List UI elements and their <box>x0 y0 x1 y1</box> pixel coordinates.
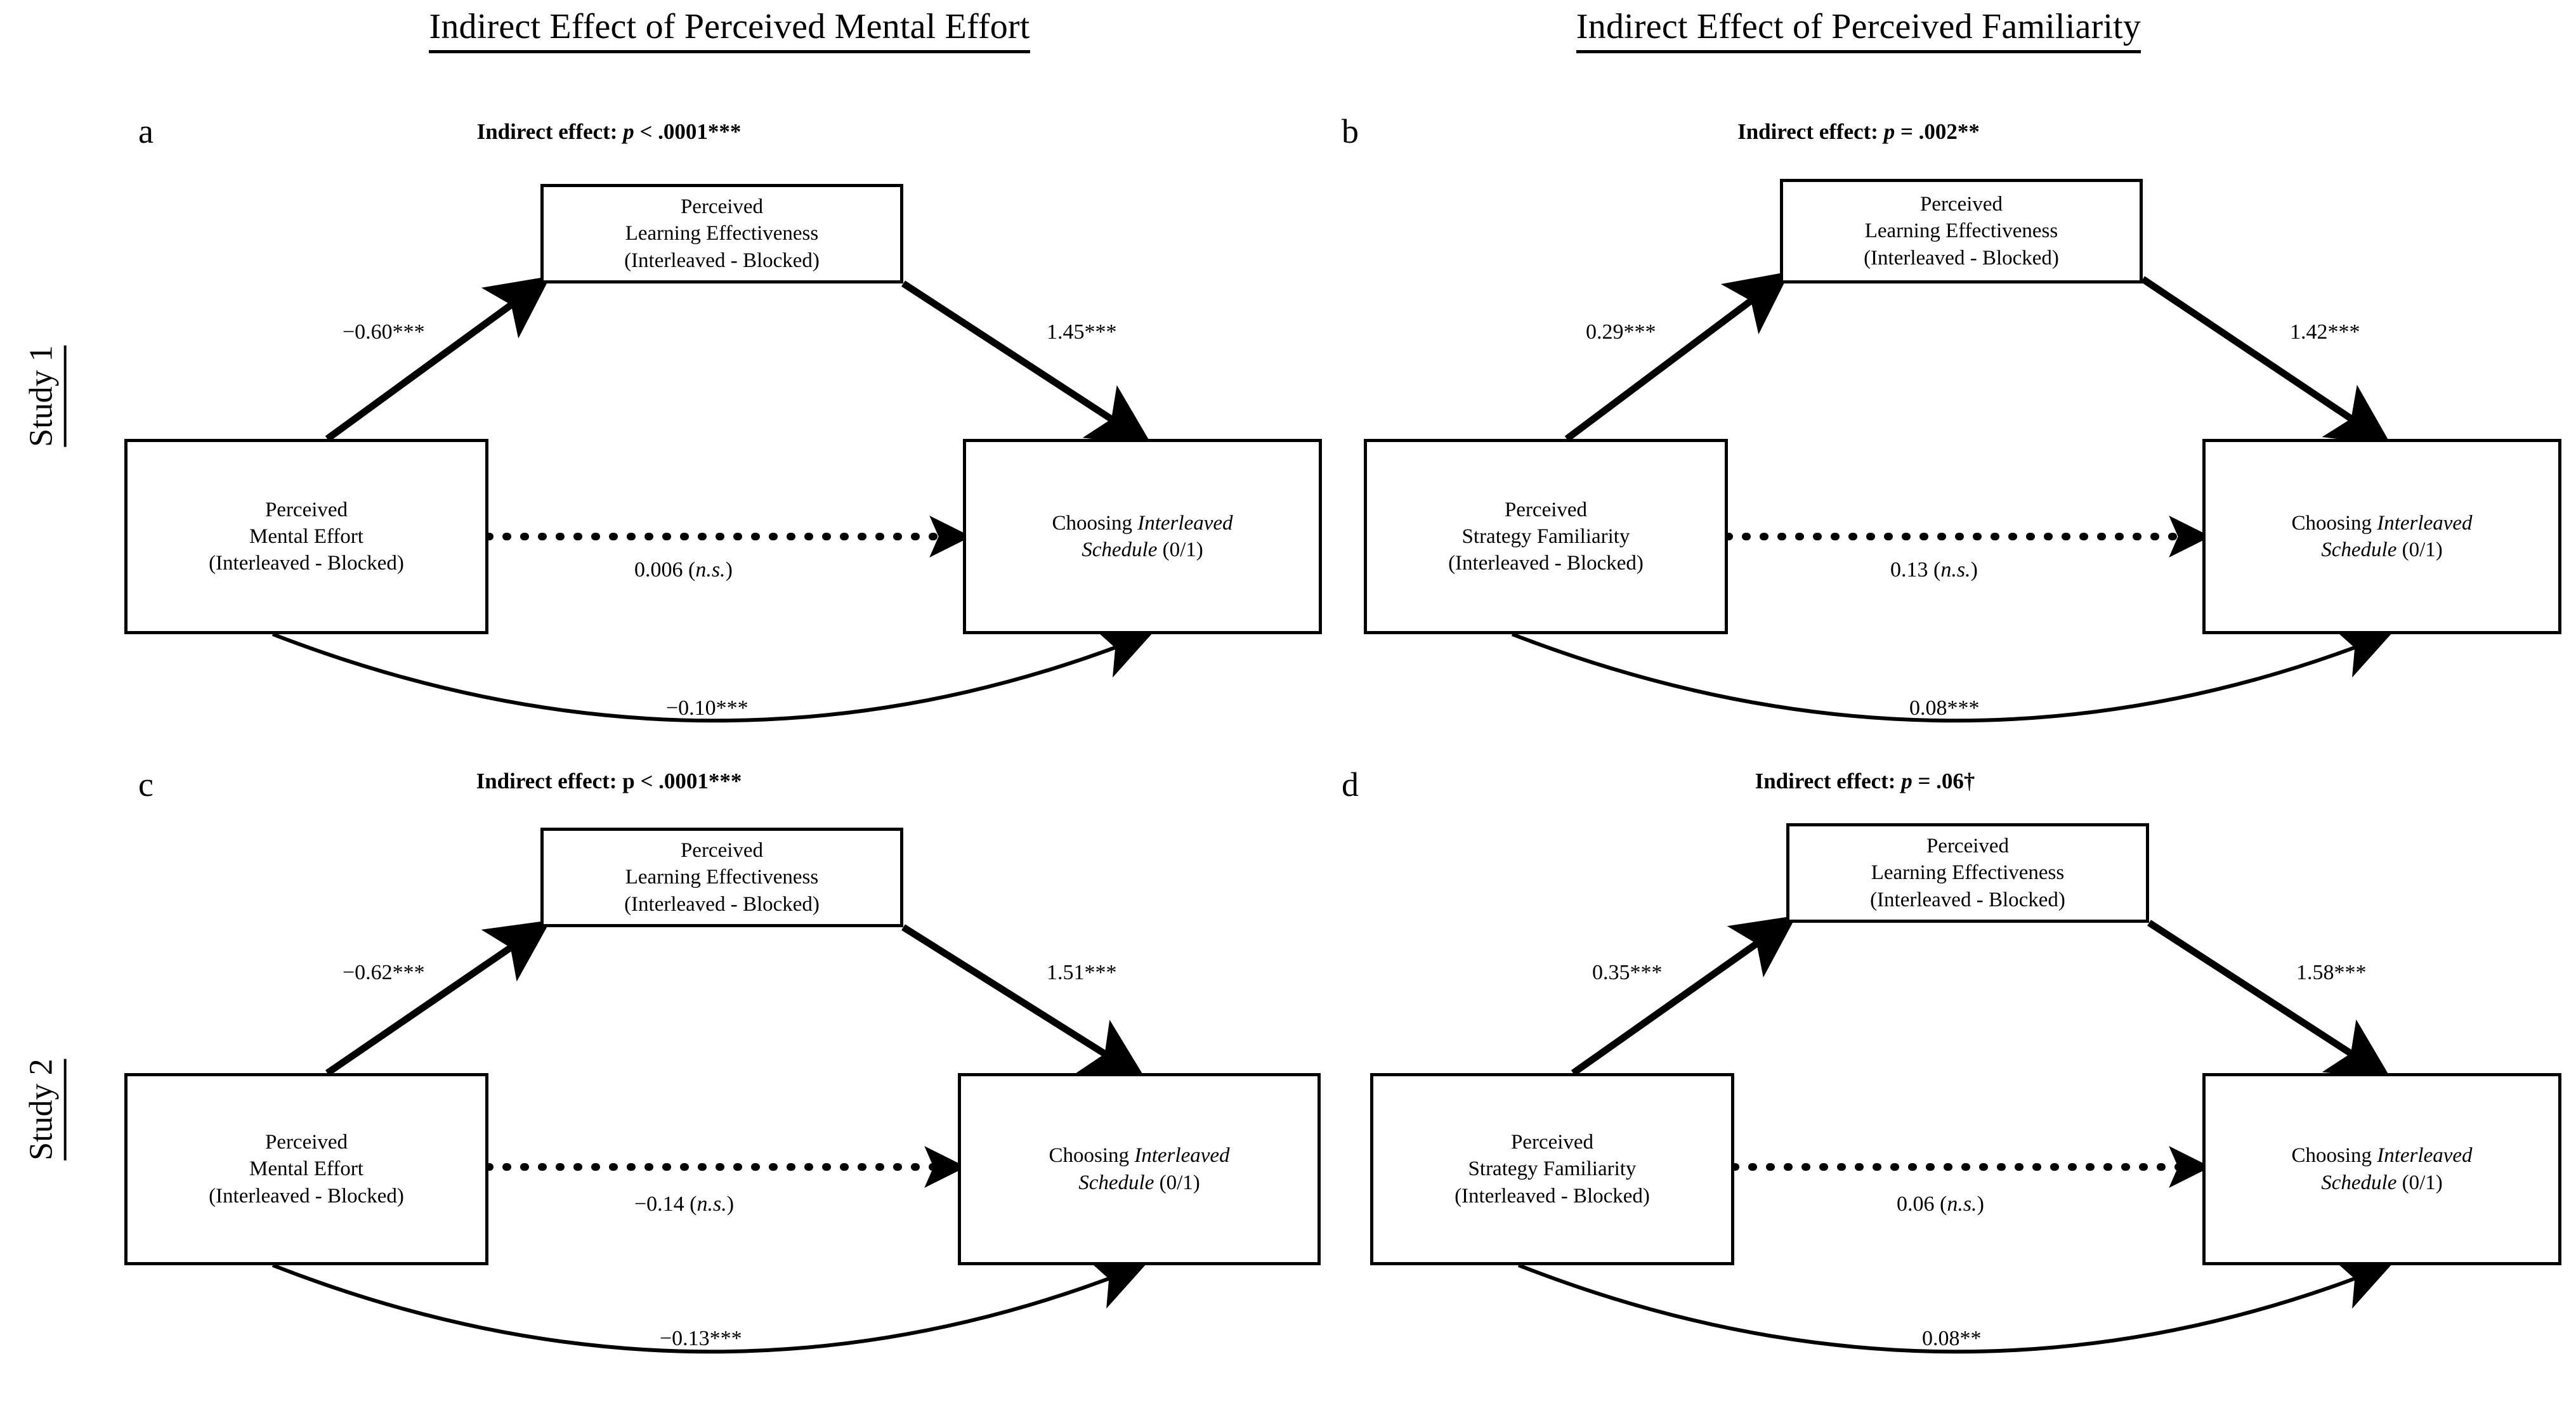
panel-letter-a: a <box>138 112 154 150</box>
panel-c-indirect-prefix: Indirect effect: <box>476 769 623 793</box>
panel-a-predictor-box: Perceived Mental Effort (Interleaved - B… <box>124 439 488 634</box>
panel-b-outcome-line1: Choosing Interleaved <box>2291 511 2473 535</box>
panel-b-indirect-p: p <box>1883 119 1895 144</box>
row-label-study-2: Study 2 <box>0 1058 114 1161</box>
row-label-study-1-text: Study 1 <box>22 345 67 447</box>
panel-d-a-path-arrow <box>1571 915 1797 1076</box>
panel-b-predictor-line3: (Interleaved - Blocked) <box>1448 552 1644 575</box>
panel-c-outcome-line2: Schedule (0/1) <box>1078 1171 1200 1194</box>
row-label-study-1: Study 1 <box>0 345 114 447</box>
panel-c-indirect-rest: < .0001*** <box>634 769 742 793</box>
panel-b-direct-path-label: 0.13 (n.s.) <box>1890 558 1978 582</box>
panel-d-indirect-effect: Indirect effect: p = .06† <box>1611 769 2119 794</box>
panel-b-total-path-label: 0.08*** <box>1909 696 1980 720</box>
panel-b-mediator-box: Perceived Learning Effectiveness (Interl… <box>1780 179 2143 283</box>
panel-c-predictor-line1: Perceived <box>265 1131 348 1154</box>
panel-b-predictor-box: Perceived Strategy Familiarity (Interlea… <box>1364 439 1728 634</box>
panel-a-mediator-line3: (Interleaved - Blocked) <box>624 249 820 272</box>
panel-letter-b: b <box>1342 112 1359 150</box>
panel-c-a-path-label: −0.62*** <box>343 961 425 984</box>
panel-a-outcome-box: Choosing Interleaved Schedule (0/1) <box>963 439 1322 634</box>
panel-d-outcome-line1: Choosing Interleaved <box>2291 1144 2473 1168</box>
panel-a-b-path-arrow <box>901 280 1153 446</box>
panel-b-b-path-label: 1.42*** <box>2290 320 2360 344</box>
panel-d-mediator-line1: Perceived <box>1926 835 2010 858</box>
panel-b-indirect-effect: Indirect effect: p = .002** <box>1605 119 2112 145</box>
panel-c-a-path-arrow <box>325 920 551 1076</box>
panel-d-predictor-line1: Perceived <box>1510 1131 1594 1154</box>
panel-c-mediator-line1: Perceived <box>680 839 764 863</box>
panel-d-outcome-line2: Schedule (0/1) <box>2321 1171 2443 1194</box>
panel-letter-d: d <box>1342 765 1359 804</box>
panel-b-outcome-line2: Schedule (0/1) <box>2321 538 2443 561</box>
panel-c-b-path-arrow <box>901 924 1146 1080</box>
panel-c-mediator-line2: Learning Effectiveness <box>625 866 819 889</box>
panel-a-mediator-line2: Learning Effectiveness <box>625 222 819 245</box>
panel-d-total-path-label: 0.08** <box>1922 1327 1982 1350</box>
column-title-left: Indirect Effect of Perceived Mental Effo… <box>190 6 1269 53</box>
panel-d-mediator-line2: Learning Effectiveness <box>1871 861 2065 885</box>
panel-a-mediator-line1: Perceived <box>680 195 764 219</box>
panel-b-outcome-box: Choosing Interleaved Schedule (0/1) <box>2202 439 2561 634</box>
panel-letter-c: c <box>138 765 154 804</box>
panel-c-predictor-box: Perceived Mental Effort (Interleaved - B… <box>124 1073 488 1265</box>
panel-c-indirect-p: p <box>622 769 635 793</box>
panel-d-outcome-box: Choosing Interleaved Schedule (0/1) <box>2202 1073 2561 1265</box>
panel-c-indirect-effect: Indirect effect: p < .0001*** <box>355 769 863 794</box>
panel-b-predictor-line2: Strategy Familiarity <box>1461 524 1630 548</box>
column-title-right: Indirect Effect of Perceived Familiarity <box>1319 6 2398 53</box>
panel-d-predictor-line2: Strategy Familiarity <box>1468 1157 1637 1181</box>
panel-c-mediator-line3: (Interleaved - Blocked) <box>624 892 820 916</box>
panel-b-indirect-prefix: Indirect effect: <box>1737 119 1884 144</box>
column-title-right-text: Indirect Effect of Perceived Familiarity <box>1576 6 2141 53</box>
panel-a-total-path-label: −0.10*** <box>666 696 749 720</box>
panel-a-outcome-line2: Schedule (0/1) <box>1082 538 1203 561</box>
panel-d-indirect-prefix: Indirect effect: <box>1755 769 1902 793</box>
panel-a-mediator-box: Perceived Learning Effectiveness (Interl… <box>540 184 903 283</box>
panel-a-a-path-arrow <box>325 276 551 442</box>
panel-b-mediator-line2: Learning Effectiveness <box>1864 219 2058 243</box>
panel-a-indirect-effect: Indirect effect: p < .0001*** <box>355 119 863 145</box>
panel-a-b-path-label: 1.45*** <box>1047 320 1117 344</box>
panel-c-total-path-label: −0.13*** <box>660 1327 742 1350</box>
panel-b-a-path-label: 0.29*** <box>1586 320 1656 344</box>
column-title-left-text: Indirect Effect of Perceived Mental Effo… <box>429 6 1030 53</box>
panel-b-b-path-arrow <box>2140 276 2392 446</box>
panel-c-direct-path-label: −0.14 (n.s.) <box>634 1192 735 1216</box>
panel-a-direct-path-label: 0.006 (n.s.) <box>634 558 733 582</box>
panel-a-indirect-p: p <box>623 119 634 144</box>
panel-b-indirect-rest: = .002** <box>1895 119 1980 144</box>
panel-d-a-path-label: 0.35*** <box>1592 961 1663 984</box>
panel-c-outcome-line1: Choosing Interleaved <box>1049 1144 1230 1168</box>
panel-a-predictor-line3: (Interleaved - Blocked) <box>209 552 404 575</box>
panel-b-mediator-line3: (Interleaved - Blocked) <box>1864 246 2059 270</box>
panel-d-direct-path-label: 0.06 (n.s.) <box>1897 1192 1984 1216</box>
panel-d-b-path-label: 1.58*** <box>2296 961 2367 984</box>
panel-a-indirect-rest: < .0001*** <box>634 119 742 144</box>
panel-d-predictor-line3: (Interleaved - Blocked) <box>1455 1184 1650 1208</box>
panel-b-predictor-line1: Perceived <box>1504 498 1588 521</box>
panel-c-predictor-line2: Mental Effort <box>249 1157 363 1181</box>
panel-c-b-path-label: 1.51*** <box>1047 961 1117 984</box>
panel-a-a-path-label: −0.60*** <box>343 320 425 344</box>
panel-a-predictor-line1: Perceived <box>265 498 348 521</box>
panel-b-mediator-line1: Perceived <box>1919 193 2003 216</box>
panel-c-mediator-box: Perceived Learning Effectiveness (Interl… <box>540 828 903 927</box>
panel-d-indirect-rest: = .06† <box>1912 769 1975 793</box>
panel-d-predictor-box: Perceived Strategy Familiarity (Interlea… <box>1370 1073 1734 1265</box>
panel-a-predictor-line2: Mental Effort <box>249 524 363 548</box>
panel-c-outcome-box: Choosing Interleaved Schedule (0/1) <box>958 1073 1321 1265</box>
row-label-study-2-text: Study 2 <box>22 1058 67 1161</box>
panel-d-b-path-arrow <box>2147 920 2392 1080</box>
panel-a-outcome-line1: Choosing Interleaved <box>1052 511 1233 535</box>
panel-d-indirect-p: p <box>1901 769 1912 793</box>
panel-c-predictor-line3: (Interleaved - Blocked) <box>209 1184 404 1208</box>
panel-d-mediator-box: Perceived Learning Effectiveness (Interl… <box>1786 823 2149 923</box>
panel-a-indirect-prefix: Indirect effect: <box>476 119 624 144</box>
panel-b-a-path-arrow <box>1564 271 1790 442</box>
panel-d-mediator-line3: (Interleaved - Blocked) <box>1870 888 2065 911</box>
